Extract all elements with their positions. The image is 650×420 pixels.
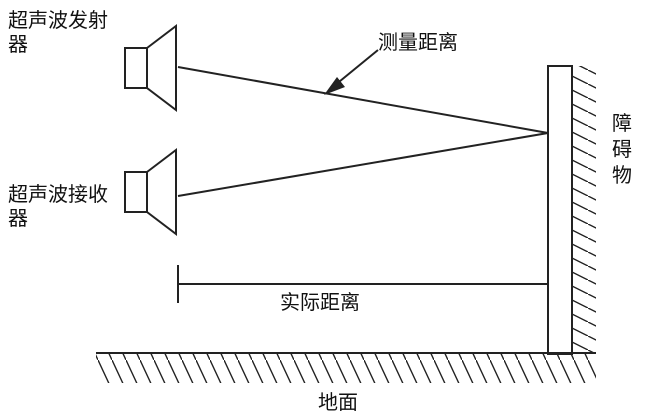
ground xyxy=(96,352,596,383)
emitter-speaker xyxy=(124,23,177,113)
emitter-label: 超声波发射器 xyxy=(8,8,108,56)
obstacle-hatching xyxy=(572,66,596,354)
ground-hatching xyxy=(96,353,596,383)
signal-path-outgoing xyxy=(177,66,549,134)
emitter-body xyxy=(124,47,148,89)
receiver-label: 超声波接收器 xyxy=(8,182,108,230)
obstacle-wall xyxy=(547,65,596,355)
actual-distance-label: 实际距离 xyxy=(280,290,360,314)
measured-distance-arrow xyxy=(324,49,379,95)
receiver-body xyxy=(124,171,148,213)
emitter-cone xyxy=(146,23,177,113)
obstacle-face xyxy=(547,65,573,355)
actual-distance-line xyxy=(177,265,548,303)
measured-distance-label: 测量距离 xyxy=(378,30,458,54)
receiver-cone xyxy=(146,147,177,237)
obstacle-label: 障碍物 xyxy=(612,111,632,187)
signal-path-return xyxy=(177,132,549,197)
receiver-speaker xyxy=(124,147,177,237)
ground-label: 地面 xyxy=(318,390,358,414)
